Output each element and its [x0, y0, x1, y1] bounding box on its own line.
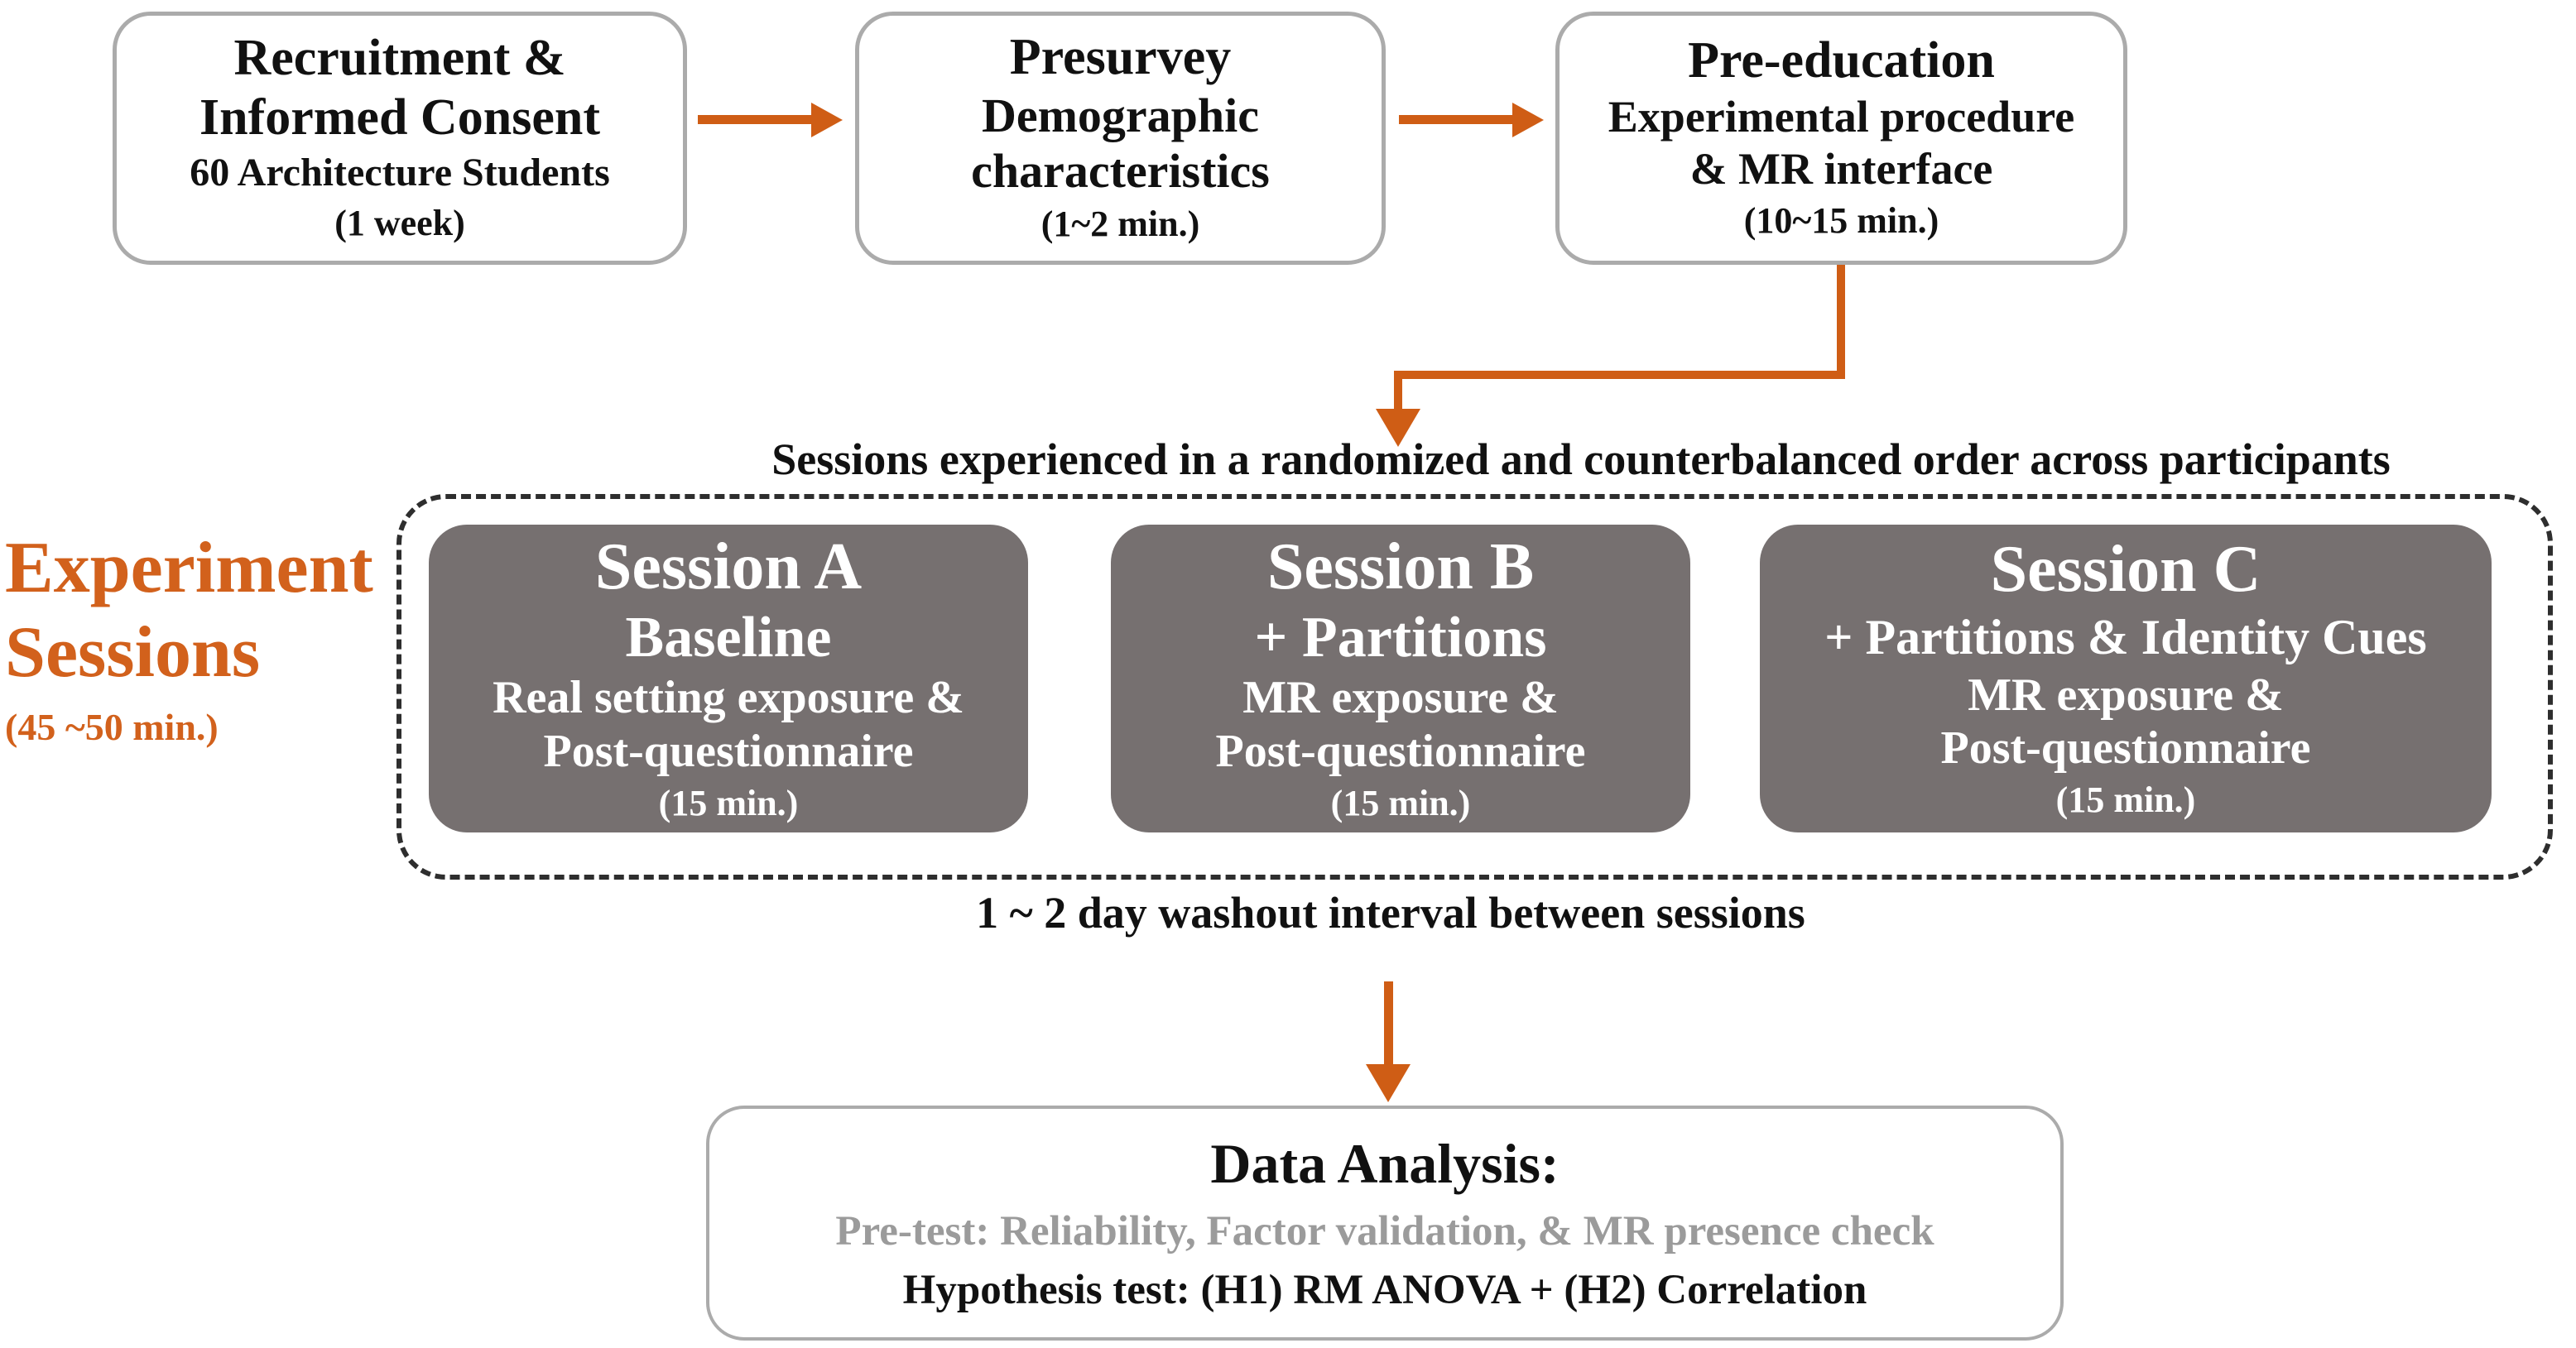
session-c-box: Session C + Partitions & Identity Cues M…	[1760, 525, 2492, 832]
data-analysis-box: Data Analysis: Pre-test: Reliability, Fa…	[706, 1106, 2064, 1341]
session-detail-line: Real setting exposure &	[493, 671, 964, 723]
session-condition: Baseline	[625, 606, 832, 670]
arrow-shaft	[1837, 265, 1845, 379]
session-duration: (15 min.)	[1330, 782, 1471, 823]
box-detail-line: & MR interface	[1689, 144, 1993, 194]
session-duration: (15 min.)	[658, 782, 799, 823]
experiment-sessions-label: Experiment Sessions (45 ~50 min.)	[5, 526, 397, 749]
arrow-head	[1366, 1064, 1411, 1102]
arrow-shaft	[1384, 981, 1393, 1066]
box-title-line: Recruitment &	[233, 29, 566, 86]
hypothesis-line: Hypothesis test: (H1) RM ANOVA + (H2) Co…	[902, 1266, 1867, 1313]
session-a-box: Session A Baseline Real setting exposure…	[429, 525, 1028, 832]
session-name: Session C	[1990, 533, 2261, 607]
data-analysis-title: Data Analysis:	[1210, 1131, 1560, 1195]
session-name: Session A	[594, 530, 863, 603]
box-detail-line: characteristics	[971, 144, 1270, 199]
box-title-line: Informed Consent	[199, 89, 600, 146]
washout-note: 1 ~ 2 day washout interval between sessi…	[976, 888, 1805, 938]
label-duration: (45 ~50 min.)	[5, 706, 219, 749]
box-duration: (1 week)	[334, 202, 465, 243]
pretest-line: Pre-test: Reliability, Factor validation…	[835, 1207, 1934, 1254]
arrow-shaft	[1394, 371, 1845, 379]
label-title-line: Sessions	[5, 612, 261, 693]
box-duration: (10~15 min.)	[1743, 199, 1939, 241]
arrow-shaft	[1394, 371, 1402, 412]
session-b-box: Session B + Partitions MR exposure & Pos…	[1111, 525, 1690, 832]
preeducation-box: Pre-education Experimental procedure & M…	[1555, 12, 2127, 265]
arrow-shaft	[698, 115, 812, 124]
arrow-head	[1512, 103, 1544, 137]
session-name: Session B	[1266, 530, 1535, 603]
arrow-shaft	[1399, 115, 1513, 124]
box-duration: (1~2 min.)	[1040, 203, 1200, 244]
session-detail-line: MR exposure &	[1968, 669, 2284, 721]
session-condition: + Partitions & Identity Cues	[1824, 610, 2427, 665]
box-detail-line: 60 Architecture Students	[190, 151, 610, 195]
label-title-line: Experiment	[5, 528, 373, 608]
box-detail-line: Experimental procedure	[1608, 91, 2075, 142]
session-detail-line: MR exposure &	[1242, 671, 1559, 723]
session-condition: + Partitions	[1254, 606, 1547, 670]
box-title-line: Presurvey	[1009, 29, 1232, 86]
sessions-frame	[396, 494, 2553, 880]
arrow-head	[811, 103, 843, 137]
recruitment-box: Recruitment & Informed Consent 60 Archit…	[113, 12, 687, 265]
session-detail-line: Post-questionnaire	[1215, 725, 1586, 777]
randomization-note: Sessions experienced in a randomized and…	[771, 434, 2391, 484]
session-detail-line: Post-questionnaire	[543, 725, 914, 777]
session-detail-line: Post-questionnaire	[1940, 722, 2311, 775]
box-title-line: Pre-education	[1688, 31, 1995, 89]
box-detail-line: Demographic	[981, 88, 1260, 142]
presurvey-box: Presurvey Demographic characteristics (1…	[855, 12, 1386, 265]
arrow-head	[1376, 409, 1420, 447]
session-duration: (15 min.)	[2055, 780, 2196, 821]
